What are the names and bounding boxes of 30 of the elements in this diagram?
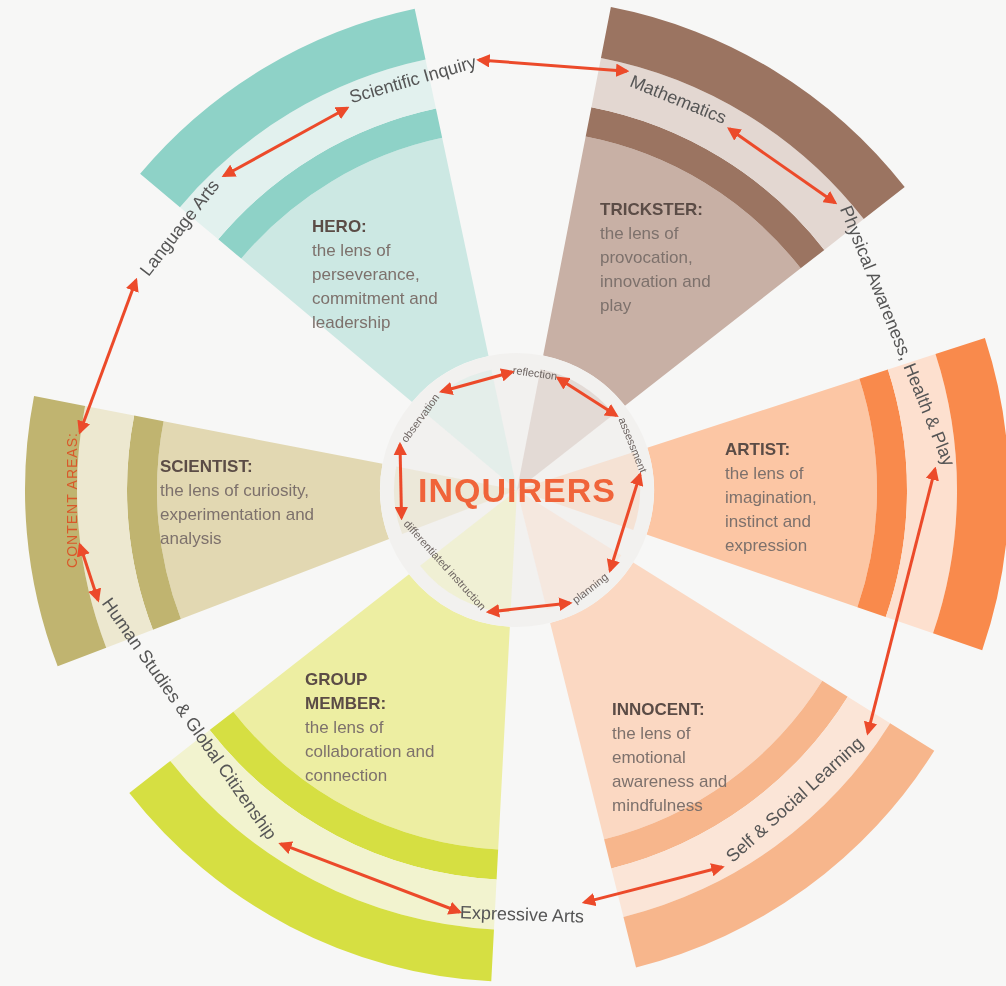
double-arrow	[76, 542, 102, 603]
sector-heading: ARTIST:	[725, 439, 792, 461]
double-arrow	[555, 376, 619, 417]
sector-description: the lens of perseverance, commitment and leadership	[312, 240, 439, 334]
sector-description: the lens of imagination, instinct and expression	[725, 463, 818, 557]
sector-description: the lens of emotional awareness and mindfulness	[612, 723, 729, 817]
sector-heading: INNOCENT:	[612, 699, 706, 721]
sector-heading: GROUP MEMBER:	[305, 669, 388, 715]
double-arrow	[606, 471, 644, 574]
double-arrow	[278, 841, 463, 915]
sector-heading: TRICKSTER:	[600, 199, 704, 221]
double-arrow	[77, 277, 139, 435]
double-arrow	[438, 368, 515, 396]
double-arrow	[485, 597, 573, 618]
section-heading: CONTENT AREAS:	[64, 432, 80, 568]
subject-label: Expressive Arts	[459, 902, 585, 928]
process-label: reflection	[512, 363, 558, 383]
center-title: INQUIRERS	[418, 470, 616, 510]
double-arrow	[863, 466, 939, 736]
sector-description: the lens of collaboration and connection	[305, 717, 436, 787]
sector-heading: HERO:	[312, 216, 368, 238]
double-arrow	[581, 863, 725, 907]
double-arrow	[393, 441, 409, 521]
sector-description: the lens of provocation, innovation and play	[600, 223, 712, 317]
double-arrow	[727, 127, 838, 205]
subject-label: Scientific Inquiry	[347, 51, 479, 109]
double-arrow	[476, 54, 630, 78]
sector-heading: SCIENTIST:	[160, 456, 254, 478]
sector-description: the lens of curiosity, experimentation and analysis	[160, 480, 316, 550]
double-arrow	[221, 106, 350, 178]
